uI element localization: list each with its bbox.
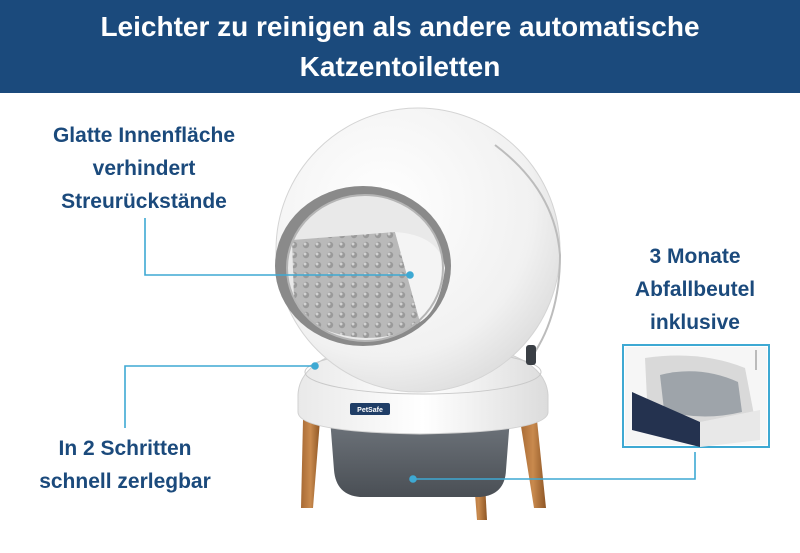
callout-surface-line1: Glatte Innenfläche [52, 124, 236, 147]
petsafe-logo [350, 403, 390, 415]
callout-disassembly: In 2 Schritten schnell zerlegbar [20, 432, 230, 498]
callout-disassembly-line1: In 2 Schritten [58, 437, 192, 460]
callout-bags-line1: 3 Monate [649, 245, 741, 268]
petsafe-logo-text: PetSafe [357, 407, 383, 414]
callout-bags: 3 Monate Abfallbeutel inklusive [610, 240, 780, 339]
litter-globe [275, 107, 562, 393]
callout-surface-line3: Streurückstände [61, 190, 227, 213]
callout-surface-line2: verhindert [92, 157, 196, 180]
waste-bag-inset-image [622, 344, 770, 448]
header-title-line1: Leichter zu reinigen als andere automati… [100, 11, 700, 42]
callout-lines [124, 218, 696, 483]
callout-surface: Glatte Innenfläche verhindert Streurücks… [20, 119, 268, 218]
callout-line-disassembly [124, 365, 315, 428]
callout-bags-line2: Abfallbeutel [634, 278, 756, 301]
callout-line-bags [413, 452, 696, 480]
callout-disassembly-line2: schnell zerlegbar [39, 470, 211, 493]
callout-line-surface [144, 218, 410, 276]
header-banner: Leichter zu reinigen als andere automati… [0, 0, 800, 93]
callout-bags-line3: inklusive [650, 311, 740, 334]
header-title-line2: Katzentoiletten [299, 51, 501, 82]
